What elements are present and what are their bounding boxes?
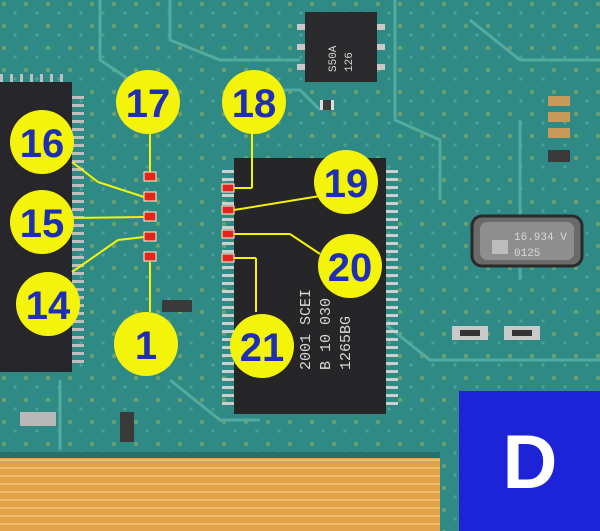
callout-15-label: 15 xyxy=(20,202,65,246)
callout-1-label: 1 xyxy=(135,324,157,368)
leader-lines xyxy=(71,126,321,312)
callout-14: 14 xyxy=(16,272,80,336)
small-top-ic: 126 S50A xyxy=(297,12,385,82)
callout-17: 17 xyxy=(116,70,180,134)
callout-20: 20 xyxy=(318,234,382,298)
callout-21-label: 21 xyxy=(240,326,285,370)
callout-16-label: 16 xyxy=(20,122,65,166)
callout-19-label: 19 xyxy=(324,162,369,206)
panel-label: D xyxy=(503,420,558,505)
callout-18-label: 18 xyxy=(232,82,277,126)
smd-components xyxy=(20,96,570,442)
small-ic-line2: S50A xyxy=(328,45,340,72)
callout-19: 19 xyxy=(314,150,378,214)
callout-18: 18 xyxy=(222,70,286,134)
callout-14-label: 14 xyxy=(26,284,71,328)
pad-markers xyxy=(143,171,235,263)
main-ic-line3: 1265BG xyxy=(338,316,355,370)
callout-15: 15 xyxy=(10,190,74,254)
crystal-oscillator: 16.934 V 0125 xyxy=(470,214,584,268)
callout-20-label: 20 xyxy=(328,246,373,290)
panel-label-box: D xyxy=(459,391,600,531)
crystal-line2: 0125 xyxy=(514,248,540,260)
callout-1: 1 xyxy=(114,312,178,376)
small-ic-line1: 126 xyxy=(344,52,356,72)
edge-connector xyxy=(0,452,440,531)
callout-16: 16 xyxy=(10,110,74,174)
callout-17-label: 17 xyxy=(126,82,171,126)
callout-21: 21 xyxy=(230,314,294,378)
crystal-line1: 16.934 V xyxy=(514,232,567,244)
main-ic-line2: B 10 030 xyxy=(318,298,335,370)
main-ic-line1: 2001 SCEI xyxy=(298,289,315,370)
